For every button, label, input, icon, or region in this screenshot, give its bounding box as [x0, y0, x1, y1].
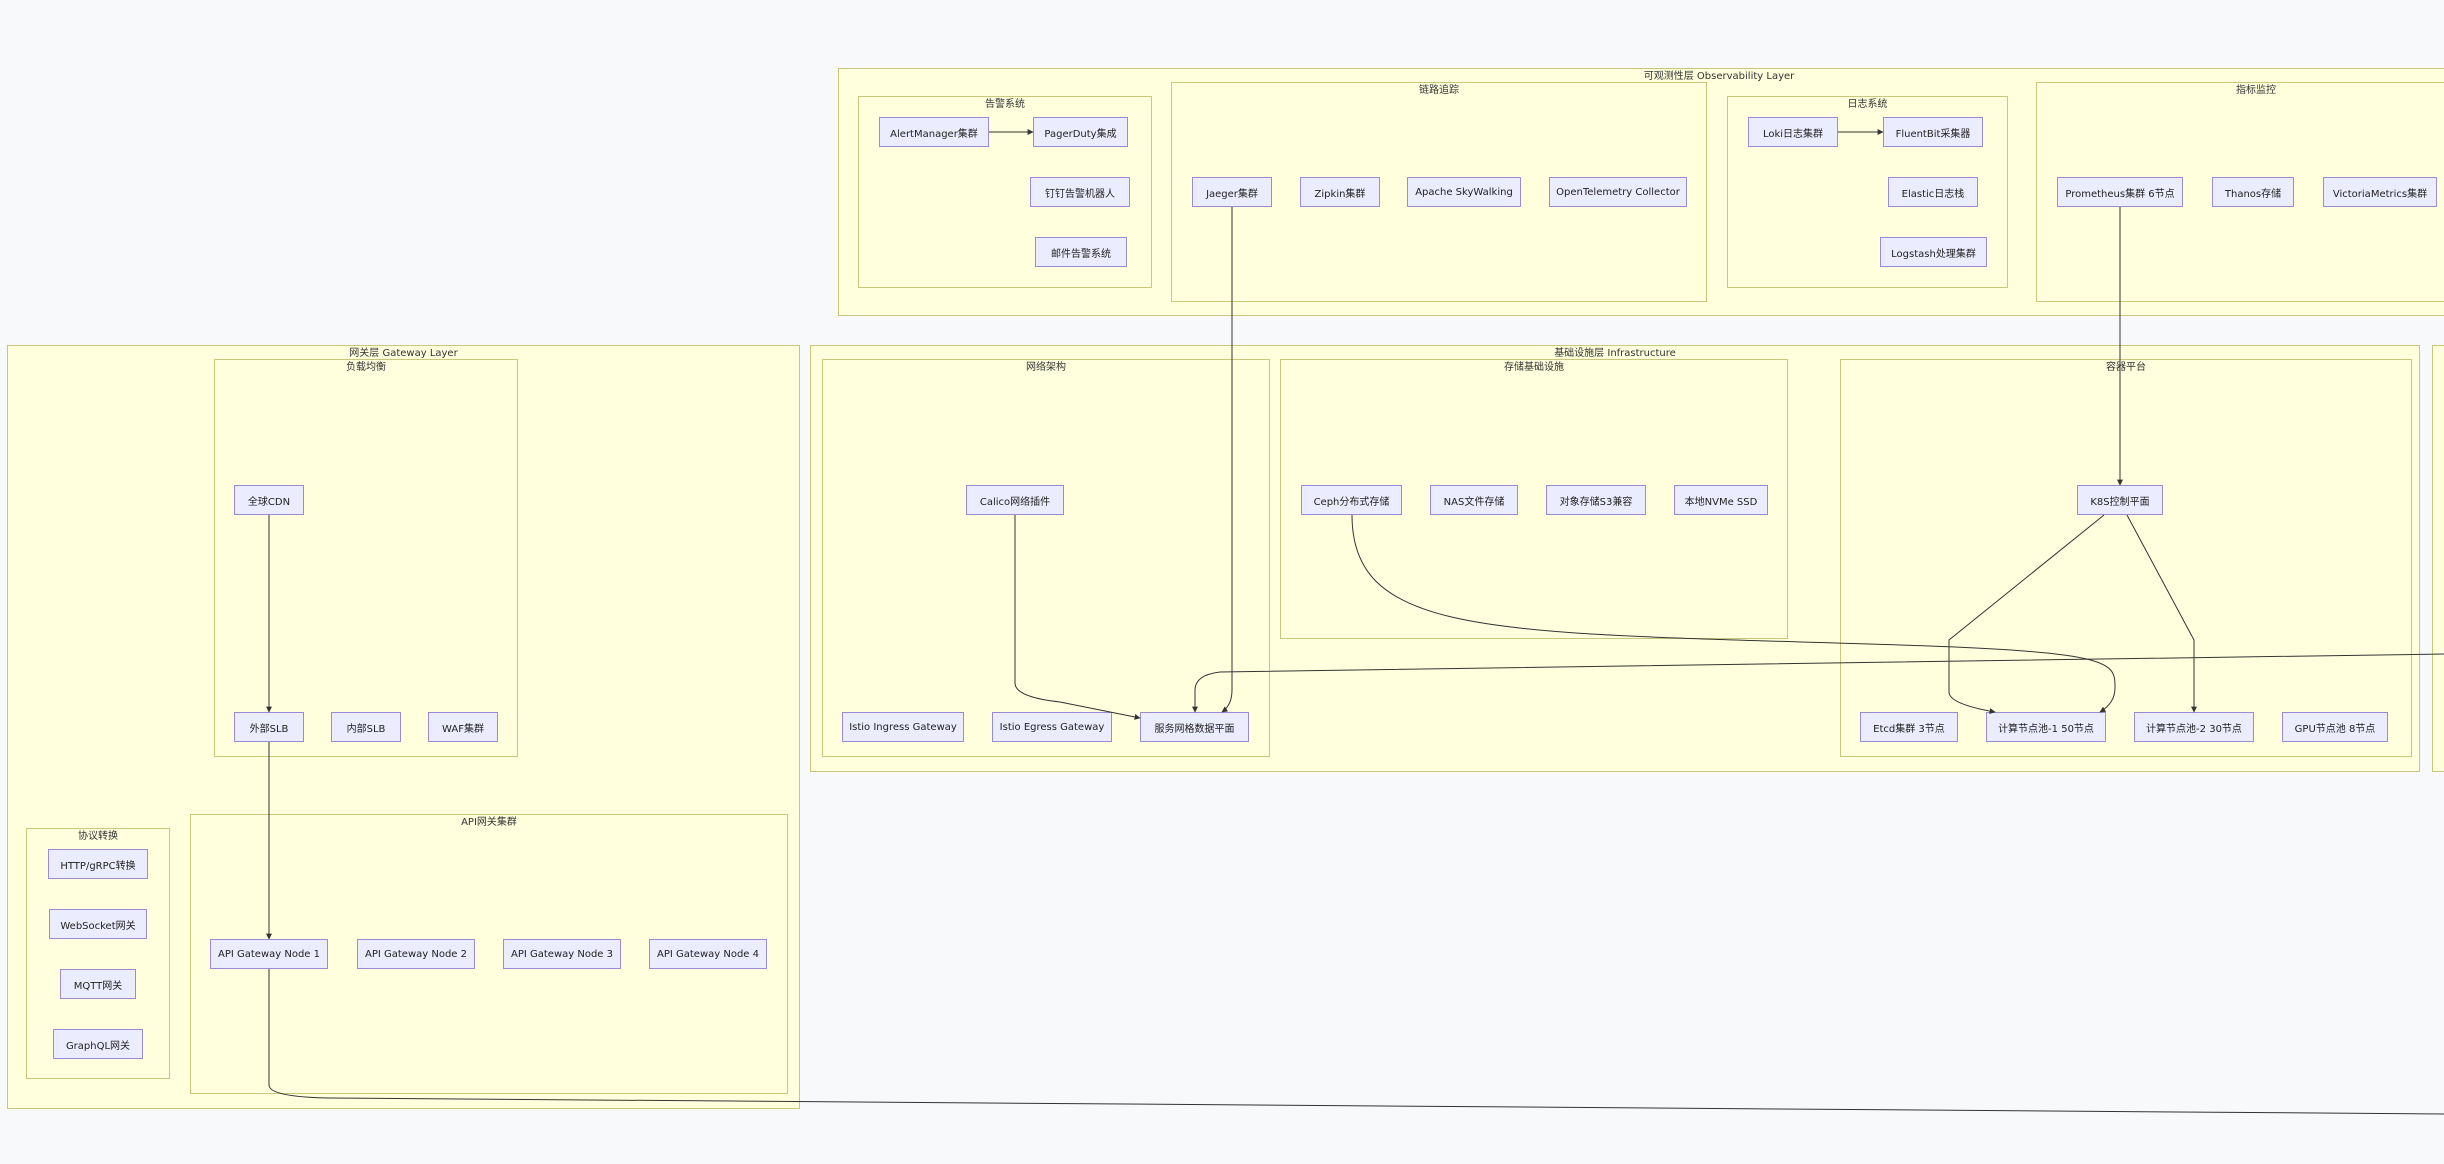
k8s-control-plane-node[interactable]: K8S控制平面 [2077, 485, 2163, 515]
graphql-gateway-node[interactable]: GraphQL网关 [53, 1029, 143, 1059]
thanos-node[interactable]: Thanos存储 [2212, 177, 2294, 207]
compute-pool-1-node[interactable]: 计算节点池-1 50节点 [1986, 712, 2106, 742]
container-platform-cluster: 容器平台 [1840, 359, 2412, 757]
prometheus-node[interactable]: Prometheus集群 6节点 [2057, 177, 2183, 207]
alerting-cluster-title: 告警系统 [985, 99, 1025, 110]
api-gateway-node-4[interactable]: API Gateway Node 4 [649, 939, 767, 969]
skywalking-node[interactable]: Apache SkyWalking [1407, 177, 1521, 207]
victoriametrics-node[interactable]: VictoriaMetrics集群 [2323, 177, 2437, 207]
load-balancer-cluster: 负载均衡 [214, 359, 518, 757]
internal-slb-node[interactable]: 内部SLB [331, 712, 401, 742]
network-cluster-title: 网络架构 [1026, 362, 1066, 373]
waf-node[interactable]: WAF集群 [428, 712, 498, 742]
logstash-node[interactable]: Logstash处理集群 [1880, 237, 1987, 267]
compute-pool-2-node[interactable]: 计算节点池-2 30节点 [2134, 712, 2254, 742]
logging-cluster-title: 日志系统 [1847, 99, 1888, 110]
observability-layer-title: 可观测性层 Observability Layer [1643, 71, 1795, 82]
email-alert-node[interactable]: 邮件告警系统 [1035, 237, 1127, 267]
gpu-pool-node[interactable]: GPU节点池 8节点 [2282, 712, 2388, 742]
network-cluster: 网络架构 [822, 359, 1270, 757]
nvme-node[interactable]: 本地NVMe SSD [1674, 485, 1768, 515]
istio-egress-node[interactable]: Istio Egress Gateway [992, 712, 1112, 742]
alertmanager-node[interactable]: AlertManager集群 [879, 117, 989, 147]
global-cdn-node[interactable]: 全球CDN [234, 485, 304, 515]
gateway-layer-title: 网关层 Gateway Layer [349, 348, 458, 359]
calico-node[interactable]: Calico网络插件 [966, 485, 1064, 515]
mqtt-gateway-node[interactable]: MQTT网关 [60, 969, 136, 999]
s3-node[interactable]: 对象存储S3兼容 [1546, 485, 1646, 515]
protocol-conversion-cluster-title: 协议转换 [78, 831, 118, 842]
api-gateway-cluster-title: API网关集群 [461, 817, 517, 828]
etcd-node[interactable]: Etcd集群 3节点 [1860, 712, 1958, 742]
fluentbit-node[interactable]: FluentBit采集器 [1883, 117, 1983, 147]
ceph-node[interactable]: Ceph分布式存储 [1301, 485, 1402, 515]
otel-collector-node[interactable]: OpenTelemetry Collector [1549, 177, 1687, 207]
tracing-cluster-title: 链路追踪 [1419, 85, 1459, 96]
websocket-gateway-node[interactable]: WebSocket网关 [49, 909, 147, 939]
metrics-cluster-title: 指标监控 [2236, 85, 2276, 96]
jaeger-node[interactable]: Jaeger集群 [1192, 177, 1272, 207]
api-gateway-node-3[interactable]: API Gateway Node 3 [503, 939, 621, 969]
container-platform-cluster-title: 容器平台 [2106, 362, 2146, 373]
http-grpc-node[interactable]: HTTP/gRPC转换 [48, 849, 148, 879]
loki-node[interactable]: Loki日志集群 [1748, 117, 1838, 147]
service-mesh-node[interactable]: 服务网格数据平面 [1140, 712, 1249, 742]
external-slb-node[interactable]: 外部SLB [234, 712, 304, 742]
istio-ingress-node[interactable]: Istio Ingress Gateway [842, 712, 964, 742]
elastic-node[interactable]: Elastic日志栈 [1888, 177, 1978, 207]
infrastructure-layer-title: 基础设施层 Infrastructure [1554, 348, 1676, 359]
pagerduty-node[interactable]: PagerDuty集成 [1033, 117, 1128, 147]
load-balancer-cluster-title: 负载均衡 [346, 362, 386, 373]
nas-node[interactable]: NAS文件存储 [1430, 485, 1518, 515]
dingtalk-node[interactable]: 钉钉告警机器人 [1030, 177, 1130, 207]
storage-cluster-title: 存储基础设施 [1504, 362, 1564, 373]
api-gateway-node-1[interactable]: API Gateway Node 1 [210, 939, 328, 969]
zipkin-node[interactable]: Zipkin集群 [1300, 177, 1380, 207]
extra-cluster-edge [2432, 345, 2444, 772]
api-gateway-node-2[interactable]: API Gateway Node 2 [357, 939, 475, 969]
